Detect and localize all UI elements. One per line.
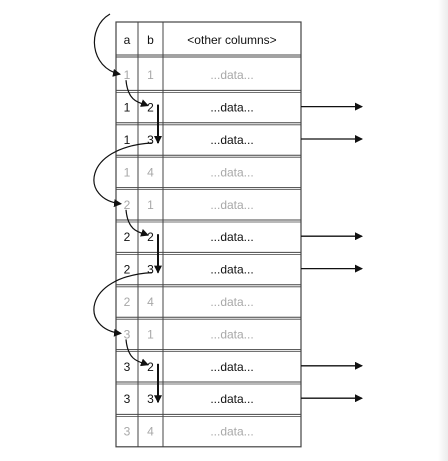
cell-b: 2	[147, 230, 154, 244]
cell-b: 1	[147, 68, 154, 82]
cell-a: 3	[124, 327, 131, 341]
cell-b: 2	[147, 101, 154, 115]
edge-shade	[438, 0, 448, 461]
table-frame	[115, 21, 302, 448]
cell-b: 3	[147, 133, 154, 147]
cell-a: 1	[124, 68, 131, 82]
cell-a: 2	[124, 263, 131, 277]
cell-a: 1	[124, 101, 131, 115]
jump-arrow	[93, 142, 153, 208]
column-header: a	[124, 33, 131, 47]
cell-a: 3	[124, 392, 131, 406]
cell-b: 2	[147, 360, 154, 374]
cell-data: ...data...	[210, 230, 253, 244]
cell-data: ...data...	[210, 392, 253, 406]
scan-arrows	[93, 13, 363, 404]
cell-a: 2	[124, 295, 131, 309]
skip-arrow	[125, 339, 149, 367]
cell-b: 3	[147, 263, 154, 277]
cell-data: ...data...	[210, 360, 253, 374]
skip-arrow	[125, 80, 149, 107]
jump-arrow	[93, 272, 153, 337]
cell-a: 2	[124, 198, 131, 212]
cell-data: ...data...	[210, 327, 253, 341]
cell-a: 3	[124, 360, 131, 374]
cell-b: 3	[147, 392, 154, 406]
cell-b: 4	[147, 295, 154, 309]
cell-a: 3	[124, 425, 131, 439]
column-header: b	[147, 33, 154, 47]
cell-b: 1	[147, 327, 154, 341]
cell-data: ...data...	[210, 165, 253, 179]
table-grid	[115, 21, 302, 448]
cell-b: 1	[147, 198, 154, 212]
seek-arrow	[93, 13, 121, 77]
column-header: <other columns>	[187, 33, 276, 47]
cell-data: ...data...	[210, 263, 253, 277]
cell-b: 4	[147, 425, 154, 439]
cell-a: 1	[124, 165, 131, 179]
cell-data: ...data...	[210, 101, 253, 115]
cell-data: ...data...	[210, 295, 253, 309]
cell-data: ...data...	[210, 133, 253, 147]
skip-arrow	[125, 209, 149, 237]
cell-data: ...data...	[210, 198, 253, 212]
cell-data: ...data...	[210, 68, 253, 82]
cell-a: 1	[124, 133, 131, 147]
table-text: a b <other columns> 1 1 ...data... 1 2 ...data..…	[124, 33, 277, 439]
cell-b: 4	[147, 165, 154, 179]
cell-a: 2	[124, 230, 131, 244]
cell-data: ...data...	[210, 425, 253, 439]
